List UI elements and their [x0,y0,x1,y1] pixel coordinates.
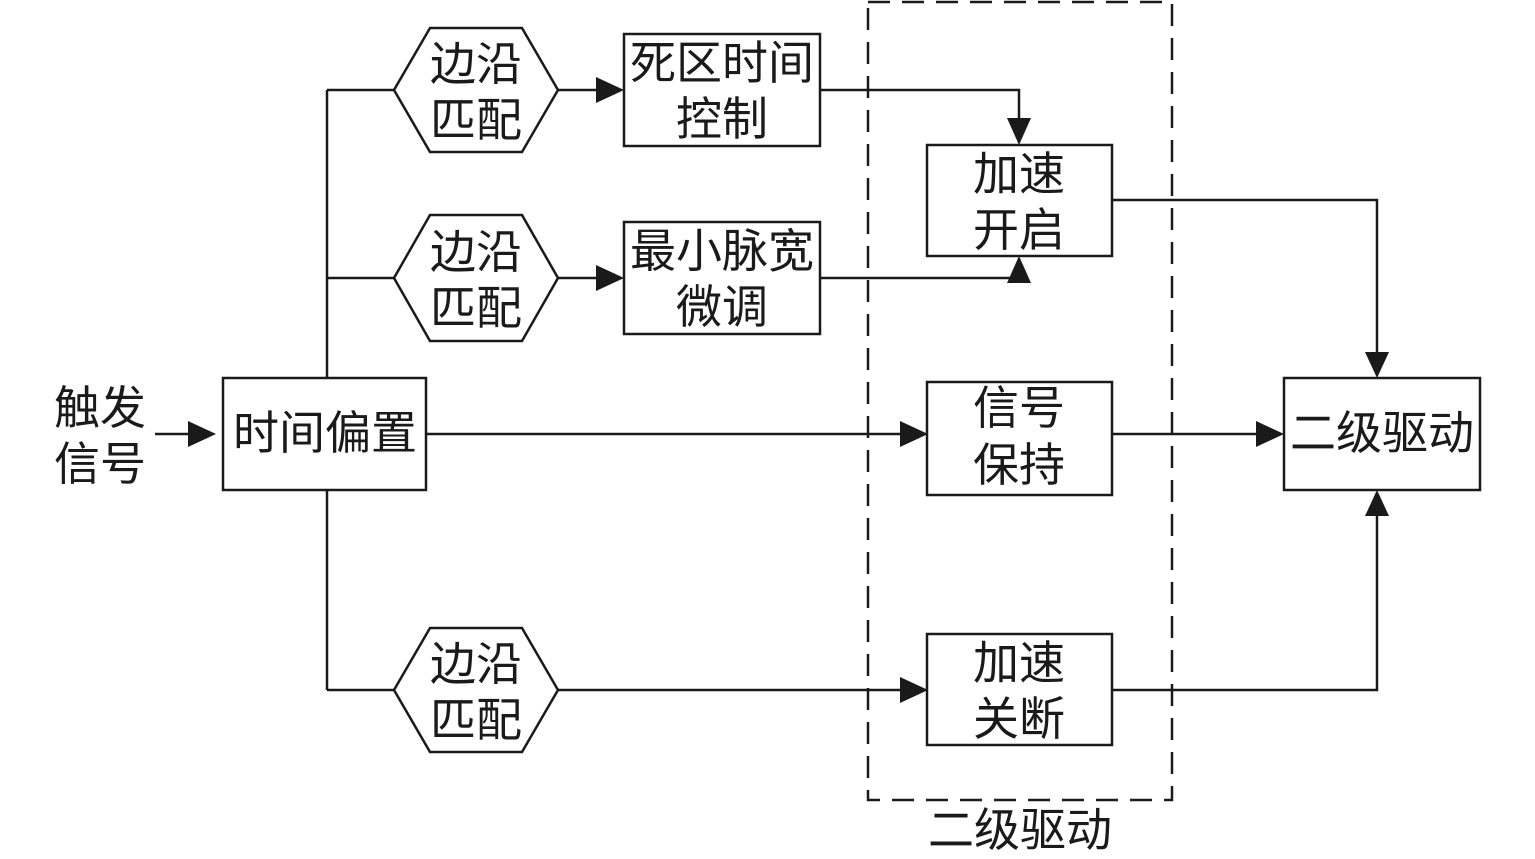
connector-minpulse-to-accel-on [820,276,1021,280]
edge-match-2-line1: 边沿 [430,225,522,279]
edge-match-2-line2: 匹配 [430,281,522,335]
arrowhead-accel-on-top [1007,118,1031,145]
connector-deadtime-to-accel-on [820,88,1021,122]
connector-accel-on-to-drive [1112,198,1379,357]
second-stage-group-border [866,0,1174,802]
signal-hold-line1: 信号 [973,381,1065,435]
time-offset-block: 时间偏置 [221,376,428,492]
accel-on-line1: 加速 [973,147,1065,201]
accel-on-block: 加速 开启 [925,143,1114,258]
signal-hold-block: 信号 保持 [925,380,1114,497]
accel-off-block: 加速 关断 [925,632,1114,747]
second-drive-label: 二级驱动 [1290,406,1474,460]
arrowhead-accel-off [900,677,928,703]
arrowhead-minpulse [596,265,624,291]
input-signal-label: 触发 信号 [54,381,146,491]
edge-match-block-1: 边沿 匹配 [392,26,560,154]
edge-match-1-line1: 边沿 [430,37,522,91]
dead-time-line2: 控制 [676,92,768,146]
accel-on-line2: 开启 [973,203,1065,257]
accel-off-line2: 关断 [973,692,1065,746]
arrowhead-input [188,421,216,447]
input-signal-line1: 触发 [54,381,146,435]
arrowhead-accel-on-bottom [1007,256,1031,283]
dead-time-block: 死区时间 控制 [622,32,822,148]
edge-match-block-2: 边沿 匹配 [392,213,560,343]
edge-match-3-line2: 匹配 [430,693,522,747]
arrowheads [188,77,1389,703]
signal-hold-line2: 保持 [973,438,1065,492]
accel-off-line1: 加速 [973,636,1065,690]
edge-match-block-3: 边沿 匹配 [392,626,560,754]
arrowhead-deadtime [596,77,624,103]
edge-match-3-line1: 边沿 [430,637,522,691]
edge-match-1-line2: 匹配 [430,93,522,147]
min-pulse-block: 最小脉宽 微调 [622,220,822,336]
arrowhead-drive-left [1256,421,1284,447]
arrowhead-drive-bottom [1365,490,1389,516]
time-offset-label: 时间偏置 [233,406,417,460]
min-pulse-line1: 最小脉宽 [630,224,814,278]
arrowhead-hold [900,421,928,447]
connector-accel-off-to-drive [1112,513,1379,692]
dead-time-line1: 死区时间 [630,36,814,90]
input-signal-line2: 信号 [54,437,146,491]
group-label: 二级驱动 [928,803,1112,857]
second-drive-block: 二级驱动 [1282,376,1482,492]
min-pulse-line2: 微调 [676,280,768,334]
arrowhead-drive-top [1365,352,1389,378]
